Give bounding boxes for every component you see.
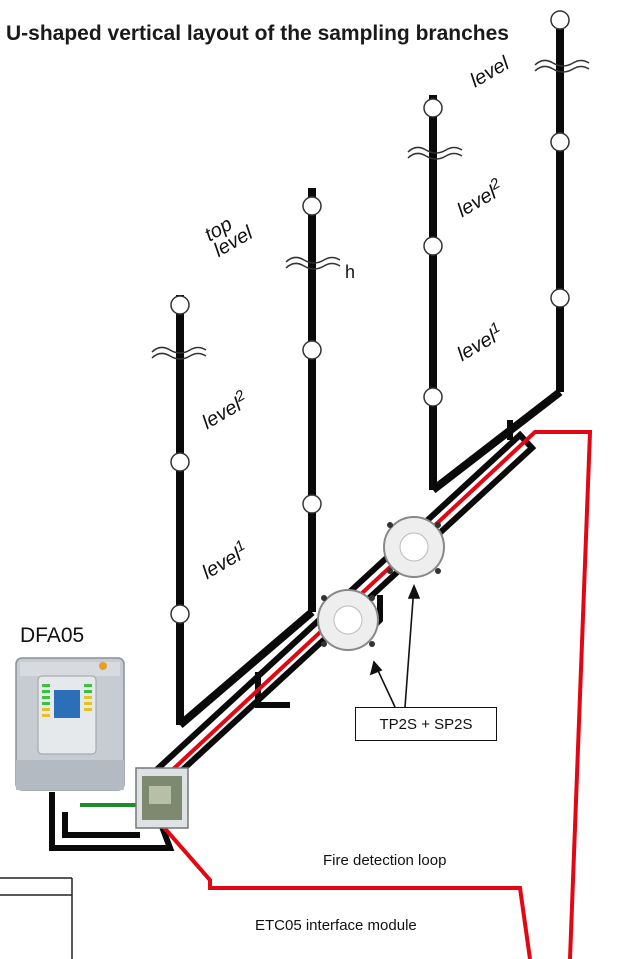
dfa05-unit [15, 657, 125, 791]
fire-detection-loop [138, 430, 593, 959]
sampling-holes [170, 10, 570, 624]
sampling-hole [550, 288, 570, 308]
sampling-hole [423, 387, 443, 407]
callout-arrows [369, 583, 421, 708]
sampling-pipes [176, 15, 564, 729]
loop-label: Fire detection loop [323, 852, 447, 869]
right-u-bottom [430, 388, 563, 494]
break-mark [151, 346, 207, 354]
sampling-hole [423, 98, 443, 118]
sampling-hole [550, 132, 570, 152]
break-mark [534, 59, 590, 67]
height-label: h [345, 262, 356, 282]
sampling-hole [302, 196, 322, 216]
diagram-title: U-shaped vertical layout of the sampling… [6, 22, 509, 45]
break-mark [407, 152, 463, 160]
sampling-hole [170, 295, 190, 315]
sampling-hole [170, 604, 190, 624]
break-mark [151, 352, 207, 360]
partial-table [0, 877, 73, 959]
callout-box: TP2S + SP2S [355, 707, 497, 741]
sampling-hole [423, 236, 443, 256]
etc05-module [135, 767, 189, 829]
module-label: ETC05 interface module [255, 917, 417, 934]
break-mark [534, 65, 590, 73]
sampling-hole [550, 10, 570, 30]
break-mark [407, 146, 463, 154]
sampling-hole [302, 340, 322, 360]
sampling-hole [170, 452, 190, 472]
break-mark [285, 256, 341, 264]
left-u-bottom [177, 608, 315, 729]
break-marks [151, 59, 590, 360]
device-label: DFA05 [20, 624, 85, 647]
detector-upper [383, 516, 445, 578]
break-mark [285, 262, 341, 270]
detector-lower [317, 589, 379, 651]
sampling-hole [302, 494, 322, 514]
